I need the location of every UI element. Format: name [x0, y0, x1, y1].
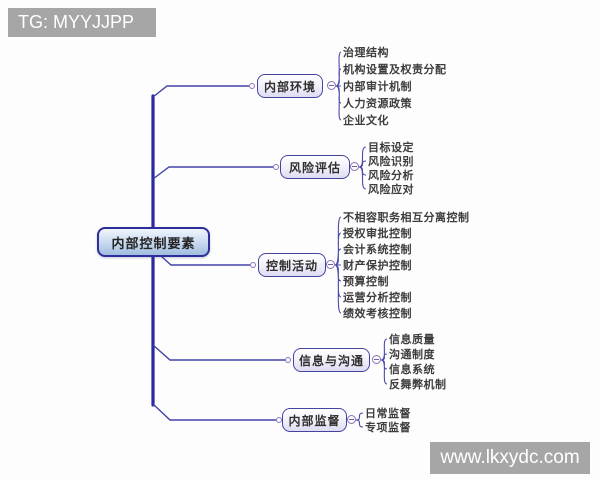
leaf-node[interactable]: 治理结构 — [343, 46, 389, 59]
leaf-node[interactable]: 运营分析控制 — [343, 291, 412, 304]
leaf-node[interactable]: 专项监督 — [365, 421, 411, 434]
collapse-button-branch-1[interactable] — [327, 81, 336, 90]
branch-node-risk-assessment[interactable]: 风险评估 — [280, 155, 350, 179]
branch-node-control-activities[interactable]: 控制活动 — [258, 253, 326, 277]
circle-connector-icon — [276, 417, 282, 423]
minus-icon — [352, 166, 357, 167]
minus-icon — [374, 359, 379, 360]
leaf-node[interactable]: 风险分析 — [368, 169, 414, 182]
leaf-node[interactable]: 企业文化 — [343, 114, 389, 127]
leaf-node[interactable]: 绩效考核控制 — [343, 307, 412, 320]
minus-icon — [349, 419, 354, 420]
branch-connector-2 — [152, 166, 273, 180]
watermark-bottom-right: www.lkxydc.com — [430, 442, 590, 474]
watermark-top-left: TG: MYYJJPP — [8, 8, 156, 37]
branch-node-internal-environment[interactable]: 内部环境 — [257, 74, 323, 98]
branch-connector-1 — [152, 85, 249, 98]
leaf-node[interactable]: 会计系统控制 — [343, 243, 412, 256]
circle-connector-icon — [250, 262, 256, 268]
branch-connector-4 — [152, 344, 285, 361]
collapse-button-branch-2[interactable] — [350, 162, 359, 171]
leaf-node[interactable]: 反舞弊机制 — [389, 378, 447, 391]
leaf-connectors-branch-5 — [355, 412, 364, 428]
collapse-button-branch-5[interactable] — [347, 415, 356, 424]
leaf-node[interactable]: 风险应对 — [368, 183, 414, 196]
leaf-node[interactable]: 目标设定 — [368, 141, 414, 154]
leaf-node[interactable]: 沟通制度 — [389, 348, 435, 361]
leaf-node[interactable]: 信息质量 — [389, 333, 435, 346]
collapse-button-branch-4[interactable] — [372, 355, 381, 364]
leaf-node[interactable]: 机构设置及权责分配 — [343, 63, 447, 76]
circle-connector-icon — [273, 164, 279, 170]
leaf-node[interactable]: 信息系统 — [389, 363, 435, 376]
circle-connector-icon — [285, 357, 291, 363]
branch-node-internal-supervision[interactable]: 内部监督 — [282, 408, 347, 432]
branch-node-information-communication[interactable]: 信息与沟通 — [293, 348, 370, 372]
branch-connector-5 — [152, 403, 276, 421]
leaf-connectors-branch-4 — [380, 338, 388, 385]
leaf-node[interactable]: 财产保护控制 — [343, 259, 412, 272]
leaf-connectors-branch-2 — [358, 146, 367, 190]
leaf-node[interactable]: 日常监督 — [365, 407, 411, 420]
leaf-connectors-branch-1 — [335, 51, 342, 121]
branch-connector-3 — [160, 255, 250, 266]
minus-icon — [329, 85, 334, 86]
root-node[interactable]: 内部控制要素 — [97, 227, 210, 257]
leaf-node[interactable]: 预算控制 — [343, 275, 389, 288]
leaf-node[interactable]: 授权审批控制 — [343, 227, 412, 240]
leaf-connectors-branch-3 — [334, 216, 342, 314]
leaf-node[interactable]: 内部审计机制 — [343, 80, 412, 93]
leaf-node[interactable]: 人力资源政策 — [343, 97, 412, 110]
leaf-node[interactable]: 不相容职务相互分离控制 — [343, 211, 470, 224]
minus-icon — [328, 264, 333, 265]
collapse-button-branch-3[interactable] — [326, 260, 335, 269]
leaf-node[interactable]: 风险识别 — [368, 155, 414, 168]
circle-connector-icon — [249, 83, 255, 89]
